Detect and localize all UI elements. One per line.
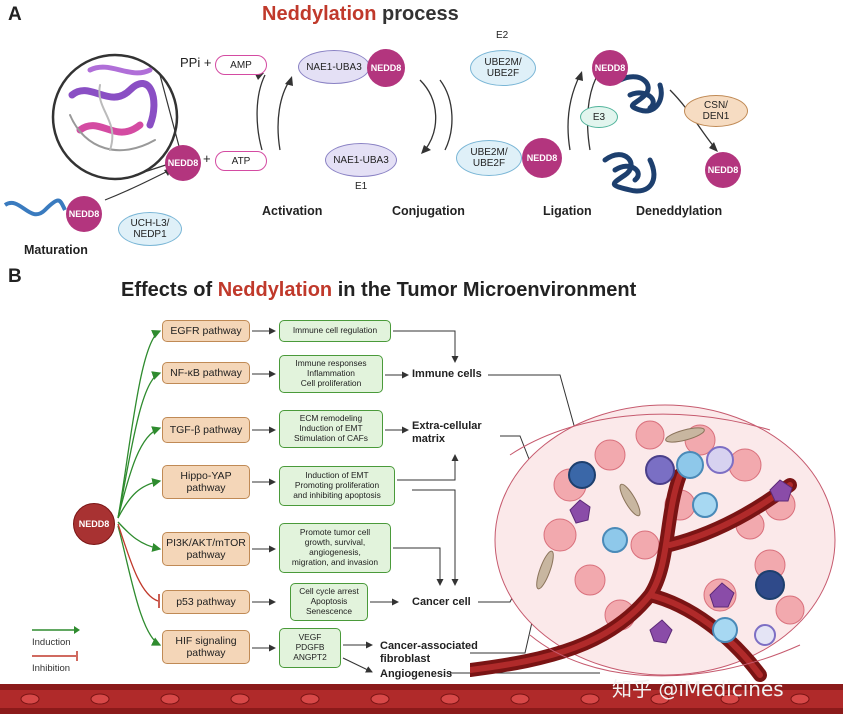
ube-bottom-label: UBE2M/ UBE2F [470, 147, 508, 169]
outcome-cancer-associated-fibroblast: Cancer-associated fibroblast [380, 640, 478, 665]
pathway-p53: p53 pathway [162, 590, 250, 614]
effect-nfkb: Immune responses Inflammation Cell proli… [279, 355, 383, 393]
csn-den1-enzyme: CSN/ DEN1 [684, 95, 748, 127]
pathway-egfr: EGFR pathway [162, 320, 250, 342]
substrate-protein-bottom [602, 152, 657, 194]
pathway-nfkb: NF-κB pathway [162, 362, 250, 384]
csn-label: CSN/ DEN1 [702, 100, 730, 122]
legend-induction: Induction [32, 637, 71, 648]
legend-inhibition: Inhibition [32, 663, 71, 674]
effect-p53: Cell cycle arrest Apoptosis Senescence [290, 583, 368, 621]
tumor-microenvironment-illustration [470, 404, 836, 682]
nedd8-released: NEDD8 [705, 152, 741, 188]
effect-egfr: Immune cell regulation [279, 320, 391, 342]
panel-b-title: Effects of Neddylation in the Tumor Micr… [121, 279, 636, 302]
panel-a-title-rest: process [376, 3, 459, 25]
step-activation: Activation [262, 204, 323, 218]
pathway-p53-label: p53 pathway [176, 595, 236, 608]
pathway-tgfb: TGF-β pathway [162, 417, 250, 443]
pathway-pi3k: PI3K/AKT/mTOR pathway [162, 532, 250, 566]
pathway-tgfb-label: TGF-β pathway [169, 423, 243, 436]
nedd8-activation: NEDD8 [165, 145, 201, 181]
atp-molecule: ATP [215, 151, 267, 171]
nedd8-substrate-bound: NEDD8 [592, 50, 628, 86]
nedd8-nae-bound: NEDD8 [367, 49, 405, 87]
panel-b-title-post: in the Tumor Microenvironment [332, 279, 637, 301]
ube2m-ube2f-bottom: UBE2M/ UBE2F [456, 140, 522, 176]
step-conjugation: Conjugation [392, 204, 465, 218]
e1-label: E1 [355, 181, 368, 192]
panel-a-title-highlight: Neddylation [262, 3, 377, 25]
nedd8-e2-bound: NEDD8 [522, 138, 562, 178]
effect-hif: VEGF PDGFB ANGPT2 [279, 628, 341, 668]
watermark: 知乎 @iMedicines [612, 677, 784, 701]
panel-b-title-pre: Effects of [121, 279, 218, 301]
nedd8-maturation: NEDD8 [66, 196, 102, 232]
fibroblasts [536, 427, 705, 590]
panel-a-letter: A [8, 4, 22, 25]
step-maturation: Maturation [24, 243, 88, 257]
nedd8-precursor-strand [3, 198, 67, 217]
effect-pi3k: Promote tumor cell growth, survival, ang… [279, 523, 391, 573]
outcome-immune-cells: Immune cells [412, 368, 482, 380]
outcome-cancer-cell: Cancer cell [412, 596, 471, 608]
pathway-hif: HIF signaling pathway [162, 630, 250, 664]
step-ligation: Ligation [543, 204, 592, 218]
step-deneddylation: Deneddylation [636, 204, 723, 218]
panel-a-diagram [3, 53, 718, 217]
pathway-hif-label: HIF signaling pathway [175, 634, 237, 659]
outcome-angiogenesis: Angiogenesis [380, 668, 453, 680]
uch-l3-nedp1-enzyme: UCH-L3/ NEDP1 [118, 212, 182, 246]
effect-hippo-yap: Induction of EMT Promoting proliferation… [279, 466, 395, 506]
dendritic-cells [569, 479, 793, 644]
pathway-pi3k-label: PI3K/AKT/mTOR pathway [166, 536, 246, 561]
panel-b-title-highlight: Neddylation [217, 279, 333, 301]
bottom-blood-vessel [0, 684, 843, 714]
nae1-uba3-top: NAE1-UBA3 [298, 50, 370, 84]
e2-label: E2 [496, 30, 509, 41]
panel-b-letter: B [8, 266, 22, 287]
inhibition-line-p53 [117, 523, 159, 602]
substrate-protein-top [617, 74, 664, 114]
pathway-hippo-yap: Hippo-YAP pathway [162, 465, 250, 499]
effect-tgfb: ECM remodeling Induction of EMT Stimulat… [279, 410, 383, 448]
ppi-label: PPi + [180, 55, 212, 70]
ube-top-label: UBE2M/ UBE2F [484, 57, 522, 79]
ecm-fibers [509, 413, 801, 677]
immune-cells [568, 446, 785, 646]
pathway-hippo-yap-label: Hippo-YAP pathway [180, 469, 232, 494]
amp-molecule: AMP [215, 55, 267, 75]
plus-sign: + [203, 151, 211, 166]
nae1-uba3-bottom: NAE1-UBA3 [325, 143, 397, 177]
uch-label: UCH-L3/ NEDP1 [130, 218, 170, 240]
legend-lines [32, 626, 80, 661]
outcome-extracellular-matrix: Extra-cellular matrix [412, 420, 482, 445]
nedd8-root-node: NEDD8 [73, 503, 115, 545]
panel-a-title: Neddylation process [262, 3, 459, 26]
e3-ligase: E3 [580, 106, 618, 128]
ube2m-ube2f-top: UBE2M/ UBE2F [470, 50, 536, 86]
protein-ribbon [68, 64, 158, 152]
pathway-nfkb-label: NF-κB pathway [170, 366, 242, 379]
pathway-egfr-label: EGFR pathway [170, 324, 242, 337]
